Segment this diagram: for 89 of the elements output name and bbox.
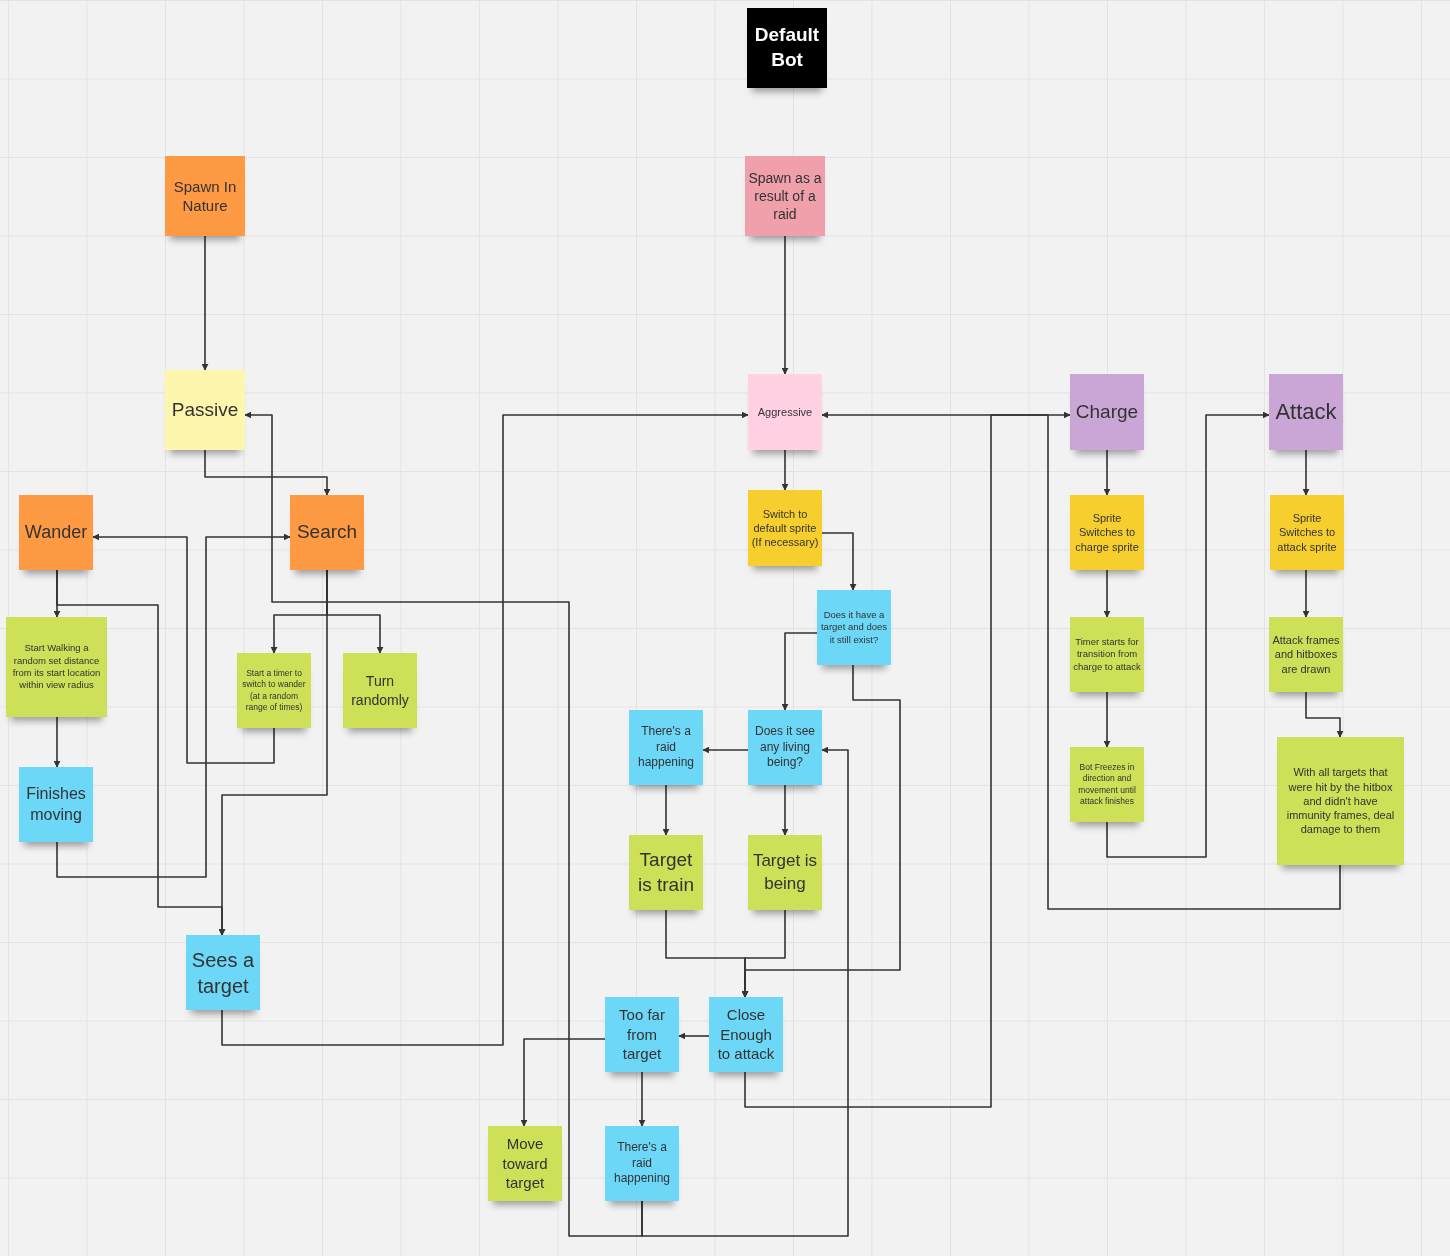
arrow xyxy=(662,784,670,836)
sticky-note xyxy=(343,653,417,728)
sticky-note xyxy=(748,710,822,785)
arrow xyxy=(92,533,275,764)
arrow xyxy=(244,411,643,1237)
sticky-note xyxy=(186,935,260,1010)
sticky-note xyxy=(290,495,364,570)
note-text: Start Walking a random set distance from its start location within view radius xyxy=(11,642,102,692)
sticky-note xyxy=(629,835,703,910)
sticky-note xyxy=(817,590,891,665)
arrow xyxy=(1305,691,1344,738)
note-text: Spawn as a result of a raid xyxy=(748,168,822,224)
note-text: Target is being xyxy=(751,850,819,895)
sticky-note xyxy=(19,767,93,842)
note-text: There's a raid happening xyxy=(612,1140,672,1187)
arrow xyxy=(53,716,61,768)
arrow xyxy=(1302,569,1310,618)
sticky-note xyxy=(748,835,822,910)
note-text: Too far from target xyxy=(618,1005,666,1064)
sticky-note xyxy=(605,1126,679,1201)
arrow xyxy=(678,1032,710,1040)
sticky-note xyxy=(1269,374,1343,450)
note-text: Target is train xyxy=(637,847,695,897)
arrow xyxy=(781,632,818,711)
arrow xyxy=(201,235,209,371)
note-text: Bot Freezes in direction and movement until attack finishes xyxy=(1077,762,1137,807)
arrow xyxy=(1302,449,1310,496)
sticky-note xyxy=(165,156,245,236)
note-text: Does it see any living being? xyxy=(754,724,816,771)
sticky-note xyxy=(165,370,245,450)
sticky-note xyxy=(709,997,783,1072)
sticky-note xyxy=(1070,495,1144,570)
note-text: Does it have a target and does it still exist? xyxy=(820,609,888,646)
note-text: Timer starts for transition from charge to attack xyxy=(1073,636,1141,673)
arrow xyxy=(781,235,789,375)
title-note xyxy=(747,8,827,88)
note-text: Move toward target xyxy=(501,1134,549,1193)
arrow xyxy=(1106,411,1270,858)
sticky-note xyxy=(605,997,679,1072)
sticky-note xyxy=(1269,617,1343,692)
note-text: Default Bot xyxy=(753,23,821,72)
sticky-note xyxy=(629,710,703,785)
sticky-note xyxy=(19,495,93,570)
note-text: Close Enough to attack xyxy=(716,1005,776,1064)
arrow xyxy=(1103,691,1111,748)
arrow xyxy=(1103,449,1111,496)
note-text: Start a timer to switch to wander (at a random range of times) xyxy=(241,668,307,713)
note-text: There's a raid happening xyxy=(636,724,696,771)
sticky-note xyxy=(237,653,311,728)
note-text: Attack frames and hitboxes are drawn xyxy=(1272,633,1340,676)
note-text: Spawn In Nature xyxy=(172,176,238,216)
arrow xyxy=(781,784,789,836)
arrow xyxy=(520,1038,606,1127)
arrow xyxy=(1103,569,1111,618)
sticky-note xyxy=(1070,747,1144,822)
arrow xyxy=(638,1071,646,1127)
note-text: With all targets that were hit by the hitbox and didn't have immunity frames, deal damage to them xyxy=(1285,765,1396,837)
arrow xyxy=(821,532,857,591)
note-text: Switch to default sprite (If necessary) xyxy=(751,506,819,550)
arrow xyxy=(56,533,291,878)
sticky-note xyxy=(745,156,825,236)
arrow xyxy=(641,746,849,1237)
note-text: Sprite Switches to attack sprite xyxy=(1276,511,1338,554)
note-text: Charge xyxy=(1075,399,1139,424)
sticky-note xyxy=(1270,495,1344,570)
arrow xyxy=(821,411,1341,910)
sticky-note xyxy=(6,617,107,717)
arrow xyxy=(204,449,331,496)
sticky-note xyxy=(488,1126,562,1201)
sticky-note xyxy=(1277,737,1404,865)
sticky-note xyxy=(1070,617,1144,692)
sticky-note xyxy=(748,490,822,566)
note-text: Search xyxy=(296,520,358,545)
arrow xyxy=(702,746,749,754)
arrow xyxy=(781,449,789,491)
note-text: Finishes moving xyxy=(25,783,87,825)
arrow xyxy=(56,569,226,936)
sticky-note xyxy=(1070,374,1144,450)
note-text: Aggressive xyxy=(757,404,813,420)
arrow xyxy=(741,664,901,998)
note-text: Passive xyxy=(171,397,239,422)
note-text: Sprite Switches to charge sprite xyxy=(1074,511,1140,554)
note-text: Sees a target xyxy=(190,947,256,999)
arrow xyxy=(221,411,749,1046)
note-text: Turn randomly xyxy=(350,672,410,709)
note-text: Attack xyxy=(1275,397,1337,426)
arrow xyxy=(744,411,1071,1108)
sticky-note xyxy=(748,374,822,450)
note-text: Wander xyxy=(24,520,88,544)
